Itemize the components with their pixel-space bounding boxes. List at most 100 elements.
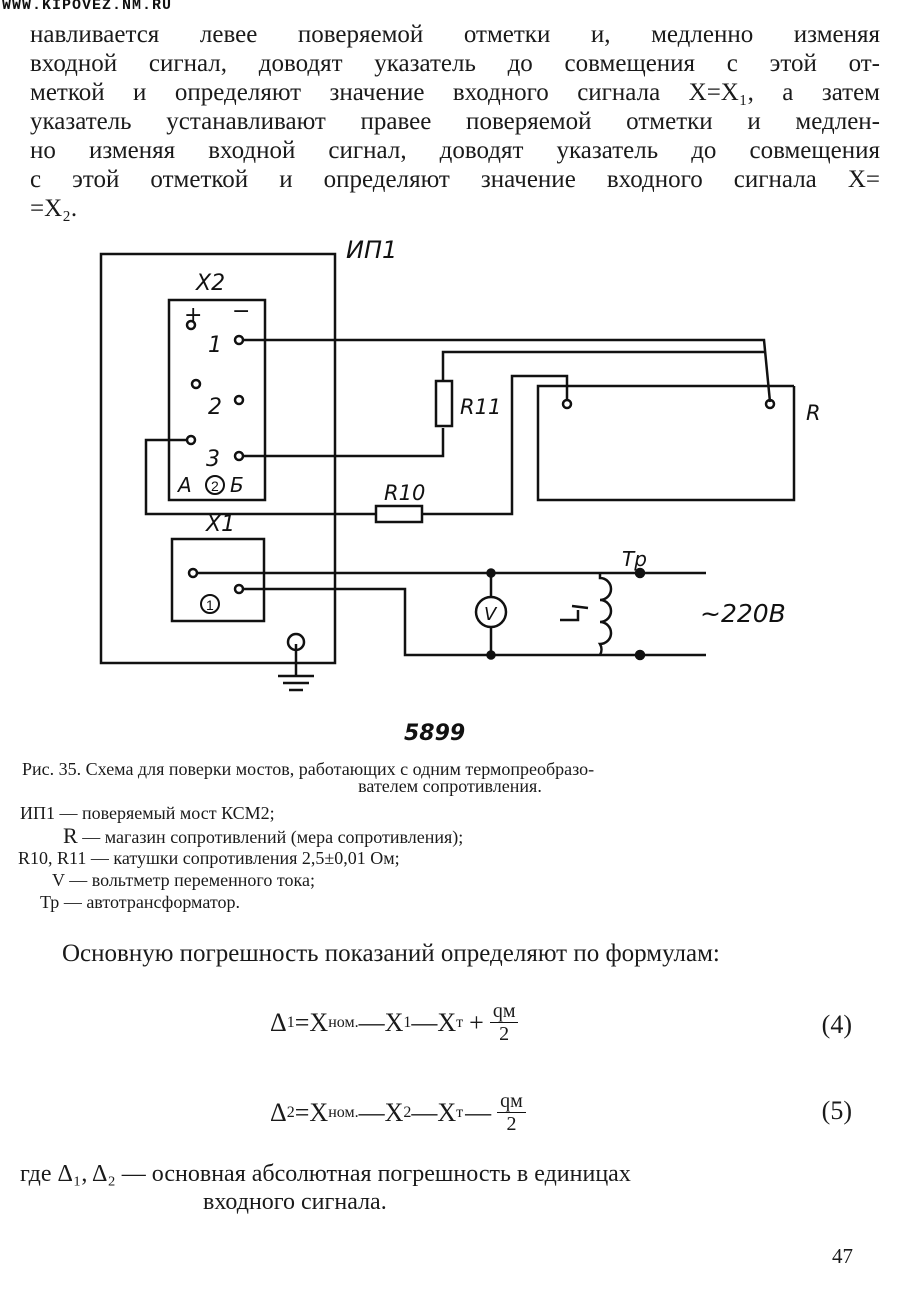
paragraph-line: входной сигнал, доводят указатель до сов… (30, 50, 880, 77)
fraction-denominator: 2 (499, 1023, 510, 1045)
terminal-a-top (185, 319, 197, 331)
page-number: 47 (832, 1244, 853, 1268)
terminal-1-number: 1 (208, 333, 222, 358)
where-line: где Δ₁, Δ₂ — основная абсолютная погрешн… (20, 1161, 631, 1187)
terminal-2-number: 2 (208, 395, 222, 420)
wire-terminal1-to-r (243, 338, 772, 403)
x1-number-circle (200, 594, 220, 614)
fraction-numerator: qм (497, 1090, 526, 1113)
paragraph-line: меткой и определяют значение входного си… (30, 79, 880, 106)
minus-sign: − (232, 299, 250, 324)
legend-text: — катушки сопротивления 2,5±0,01 Ом; (90, 848, 400, 868)
legend-text: — автотрансформатор. (63, 892, 240, 912)
formula-fraction: qм 2 (489, 1000, 519, 1045)
legend-row: V — вольтметр переменного тока; (52, 869, 315, 891)
x2-bottom-b: Б (230, 473, 244, 497)
ground-terminal (286, 632, 306, 652)
intro-paragraph: навливается левее поверяемой отметки и, … (30, 20, 880, 223)
legend-term: R (63, 823, 78, 848)
fraction-numerator: qм (489, 1000, 519, 1023)
formula-operator: — (465, 1097, 492, 1127)
formula-intro: Основную погрешность показаний определяю… (62, 940, 720, 967)
paragraph-line: навливается левее поверяемой отметки и, … (30, 21, 880, 48)
voltmeter (474, 595, 508, 629)
formula-operator: + (469, 1007, 484, 1037)
formula-subscript: т (456, 1013, 464, 1031)
paragraph-line: с этой отметкой и определяют значение вх… (30, 166, 880, 193)
where-clause: где Δ₁, Δ₂ — основная абсолютная погрешн… (20, 1160, 631, 1216)
paragraph-line: =X₂. (30, 195, 78, 222)
fraction-denominator: 2 (506, 1113, 517, 1135)
legend-row: R — магазин сопротивлений (мера сопротив… (63, 825, 463, 848)
equation-number-4: (4) (821, 1010, 852, 1039)
formula-subscript: т (456, 1103, 464, 1121)
resistor-r10 (374, 504, 424, 524)
tr-label: Тр (622, 547, 647, 571)
device-outline (99, 252, 337, 665)
junction-dot (486, 568, 496, 578)
legend-text: — магазин сопротивлений (мера сопротивле… (82, 827, 464, 847)
connector-x1 (170, 537, 266, 623)
autotransformer-tap (560, 610, 580, 622)
figure-number: 5899 (404, 721, 465, 746)
legend-term: R10, R11 (18, 848, 87, 868)
formula-subscript: 1 (286, 1013, 295, 1031)
x1-label: X1 (205, 512, 235, 537)
r-label: R (806, 401, 821, 425)
resistance-box-r (536, 384, 796, 502)
equation-number-5: (5) (821, 1096, 852, 1125)
resistor-r11 (434, 379, 454, 428)
formula-part: —X (411, 1097, 457, 1127)
formula-part: =X (294, 1007, 329, 1037)
wire-terminal3-to-r11 (243, 428, 445, 458)
supply-label: ~220В (700, 599, 786, 628)
autotransformer-slider (571, 604, 589, 610)
formula-subscript: ном. (328, 1103, 359, 1121)
wire-r11-to-r (441, 350, 764, 381)
formula-symbol: Δ (270, 1097, 287, 1127)
formula-subscript: 1 (403, 1013, 412, 1031)
caption-line: Рис. 35. Схема для поверки мостов, работ… (22, 759, 595, 779)
formula-subscript: 2 (403, 1103, 412, 1121)
x1-terminal-right (233, 583, 245, 595)
wire-r10-to-r (422, 374, 569, 516)
wire-terminal-a-to-r10 (144, 438, 376, 516)
terminal-3-number: 3 (206, 447, 220, 472)
caption-line: вателем сопротивления. (358, 776, 542, 796)
formula-part: —X (358, 1097, 404, 1127)
legend-text: — вольтметр переменного тока; (69, 870, 315, 890)
terminal-1 (233, 334, 245, 346)
paragraph-line: указатель устанавливают правее поверяемо… (30, 108, 880, 135)
legend-term: ИП1 (20, 803, 55, 823)
formula-subscript: 2 (286, 1103, 295, 1121)
where-line: входного сигнала. (203, 1189, 387, 1215)
terminal-2 (233, 394, 245, 406)
paragraph-line: но изменяя входной сигнал, доводят указа… (30, 137, 880, 164)
legend-term: Тр (40, 892, 60, 912)
circuit-schematic: ИП1 X2 + − 1 2 3 А 2 Б X1 1 R11 R R10 V (99, 236, 821, 746)
junction-dot (486, 650, 496, 660)
x2-number: 2 (211, 478, 219, 494)
x2-label: X2 (195, 271, 225, 296)
r10-label: R10 (384, 481, 425, 505)
legend-row: Тр — автотрансформатор. (40, 891, 240, 913)
legend-row: R10, R11 — катушки сопротивления 2,5±0,0… (18, 847, 400, 869)
r11-label: R11 (460, 395, 501, 419)
x1-terminal-left (187, 567, 199, 579)
voltmeter-label: V (484, 604, 498, 625)
device-label: ИП1 (346, 236, 397, 264)
legend-term: V (52, 870, 65, 890)
watermark: WWW.KIPOVEZ.NM.RU (2, 0, 173, 14)
r-right-terminal (764, 398, 776, 410)
terminal-a-bottom (185, 434, 197, 446)
autotransformer-coil (597, 573, 613, 656)
connector-x2 (167, 298, 267, 502)
terminal-a-middle (190, 378, 202, 390)
terminal-3 (233, 450, 245, 462)
legend-row: ИП1 — поверяемый мост КСМ2; (20, 802, 275, 824)
x1-number: 1 (206, 597, 214, 613)
formula-fraction: qм 2 (497, 1090, 526, 1135)
x2-number-circle (205, 475, 225, 495)
